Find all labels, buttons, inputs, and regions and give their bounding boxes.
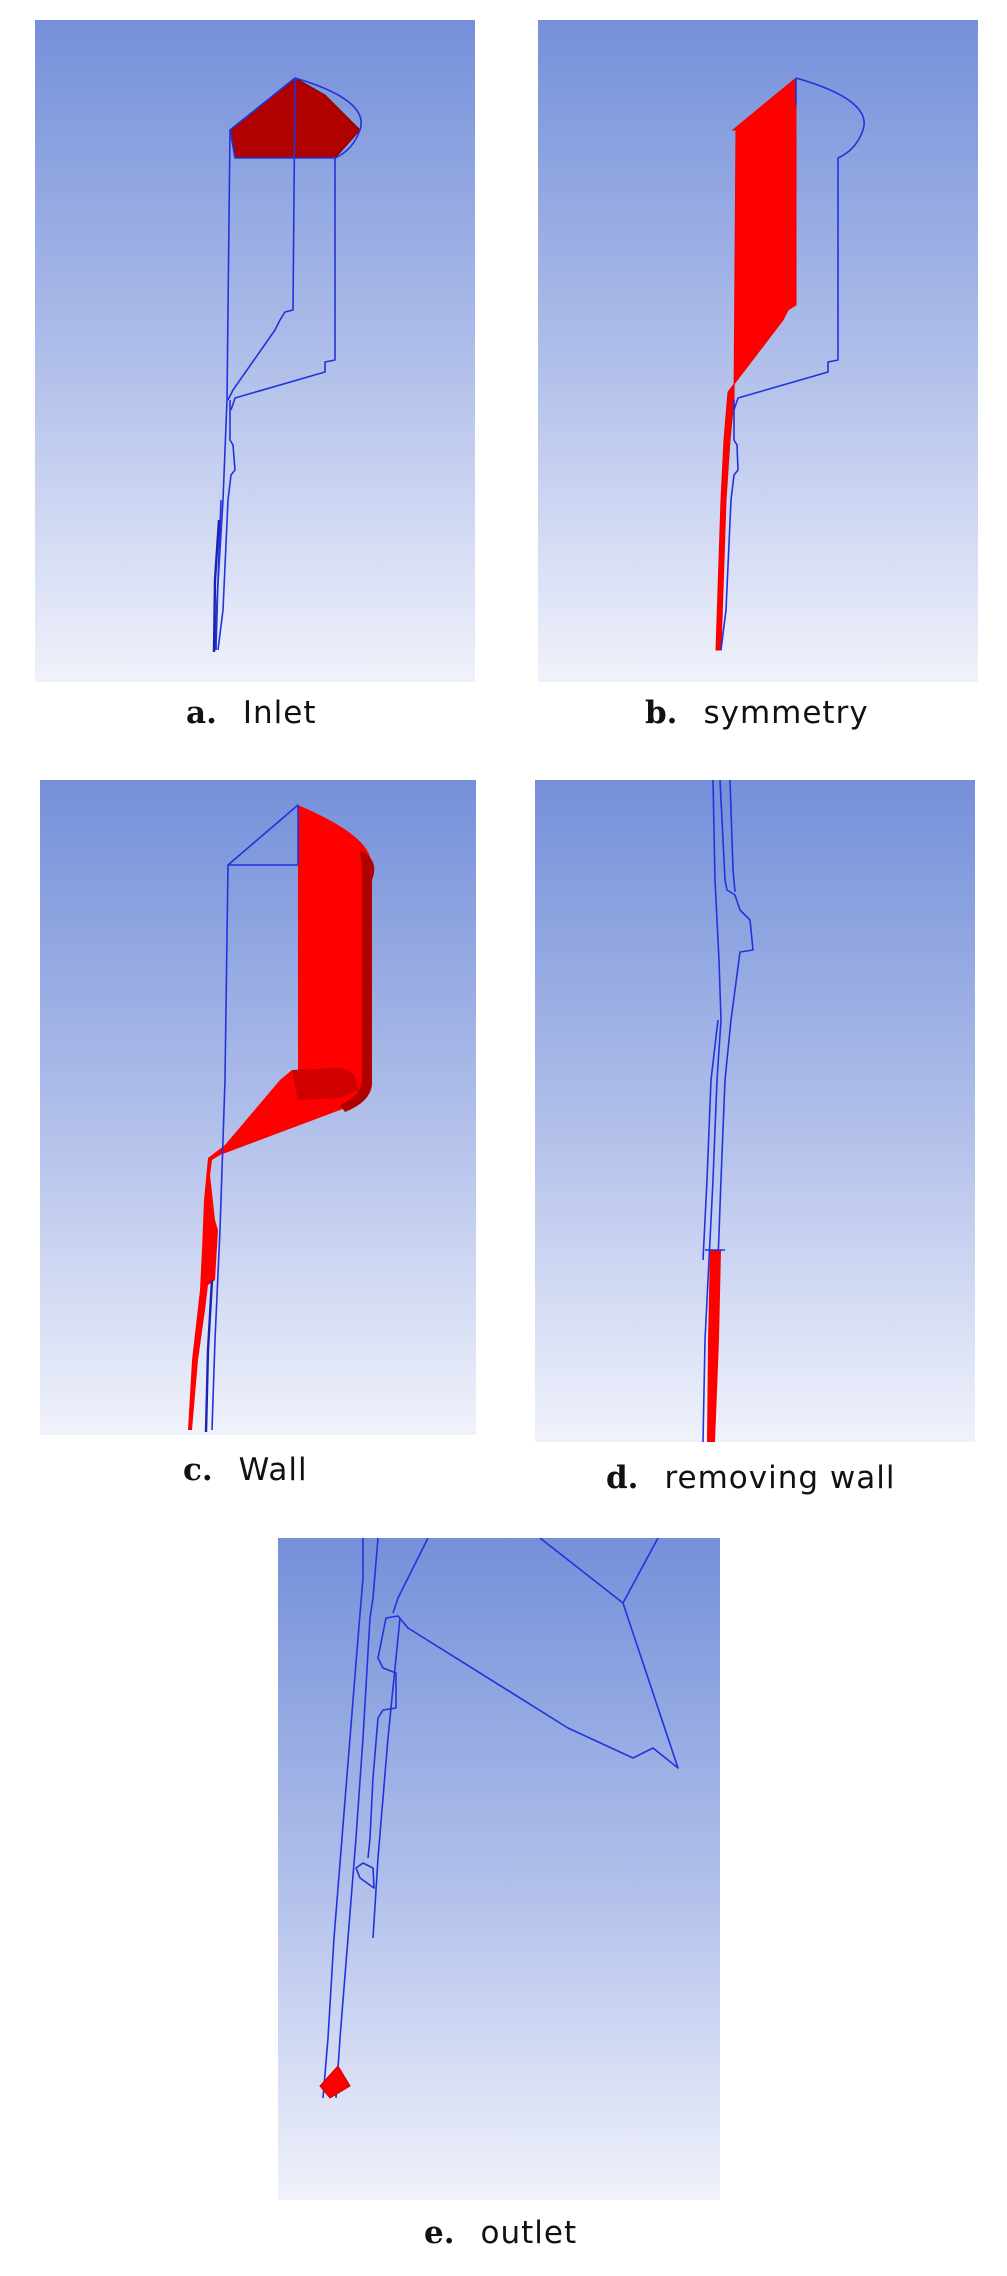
wall-shading bbox=[340, 850, 375, 1112]
panel-c-wall bbox=[40, 780, 476, 1435]
symmetry-surface bbox=[715, 76, 797, 651]
panel-e-outlet bbox=[278, 1538, 720, 2200]
caption-d-letter: d. bbox=[606, 1460, 639, 1496]
panel-a-inlet bbox=[35, 20, 475, 682]
caption-a-label: Inlet bbox=[242, 695, 317, 731]
caption-b-label: symmetry bbox=[703, 695, 869, 731]
caption-a-letter: a. bbox=[186, 695, 217, 731]
caption-e-label: outlet bbox=[480, 2215, 578, 2251]
caption-a: a. Inlet bbox=[186, 695, 317, 731]
geometry-wireframe-outlet bbox=[319, 1538, 679, 2099]
caption-b: b. symmetry bbox=[645, 695, 869, 731]
caption-c-letter: c. bbox=[183, 1452, 213, 1488]
caption-b-letter: b. bbox=[645, 695, 678, 731]
geometry-wireframe-wall bbox=[188, 804, 375, 1433]
geometry-wireframe-removing-wall bbox=[702, 780, 754, 1442]
wall-step-shading bbox=[292, 1068, 359, 1100]
geometry-wireframe-inlet bbox=[212, 77, 362, 653]
caption-e: e. outlet bbox=[424, 2215, 577, 2251]
removing-wall-surface bbox=[707, 1250, 721, 1442]
caption-d-label: removing wall bbox=[664, 1460, 896, 1496]
caption-d: d. removing wall bbox=[606, 1460, 895, 1496]
geometry-wireframe-symmetry bbox=[715, 76, 865, 651]
outlet-surface bbox=[319, 2065, 351, 2099]
panel-b-symmetry bbox=[538, 20, 978, 682]
wall-surface bbox=[188, 805, 372, 1430]
caption-e-letter: e. bbox=[424, 2215, 455, 2251]
caption-c-label: Wall bbox=[238, 1452, 308, 1488]
caption-c: c. Wall bbox=[183, 1452, 308, 1488]
panel-d-removing-wall bbox=[535, 780, 975, 1442]
